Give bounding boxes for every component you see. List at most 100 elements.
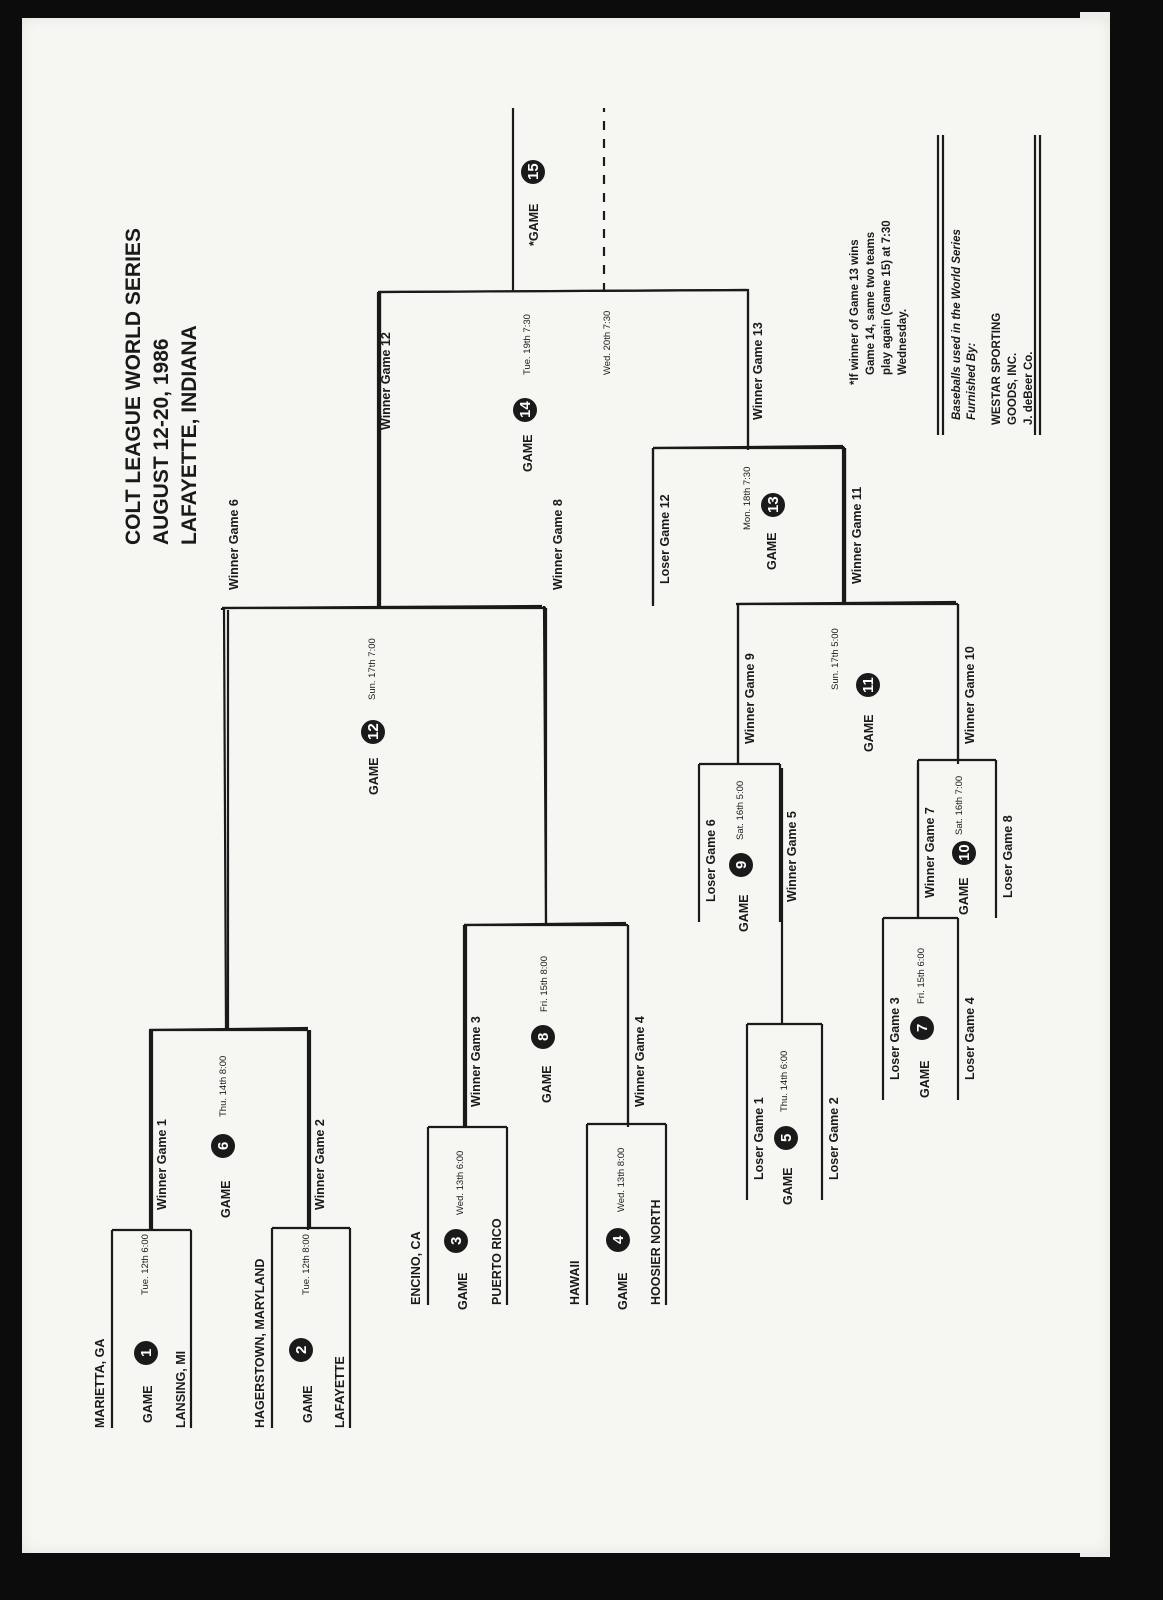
game-4-top-team: HAWAII: [568, 1261, 582, 1305]
game-9-top-slot: Loser Game 6: [704, 819, 718, 902]
game-7-top-slot: Loser Game 3: [888, 997, 902, 1080]
game-6-label: GAME: [219, 1181, 233, 1219]
game-3-time: Wed. 13th 6:00: [455, 1151, 466, 1215]
game-6-number: 6: [215, 1142, 232, 1150]
game-3-number-badge: [444, 1229, 468, 1253]
game-14-top: Winner Game 12: [379, 332, 393, 430]
game-15-number-badge: [521, 160, 545, 184]
game-13-number: 13: [765, 496, 782, 513]
game-5-top-slot: Loser Game 1: [752, 1097, 766, 1180]
game-6: Winner Game 1 Winner Game 2 GAME Thu. 14th …: [155, 1056, 327, 1218]
game-9-time: Sat. 16th 5:00: [735, 781, 746, 840]
game-5-bottom-slot: Loser Game 2: [827, 1097, 841, 1180]
footnote-line-3: play again (Game 15) at 7:30: [881, 220, 893, 375]
game-7-number-badge: [910, 1016, 934, 1040]
game-8-stem: [542, 605, 548, 924]
game-6-bottom-slot: Winner Game 2: [313, 1119, 327, 1210]
game-1-time: Tue. 12th 6:00: [140, 1234, 151, 1295]
game-11-label: GAME: [862, 715, 876, 753]
game-10-top-slot: Winner Game 7: [923, 807, 937, 898]
game-3-top-team: ENCINO, CA: [409, 1231, 423, 1305]
game-15-label: *GAME: [527, 204, 541, 246]
game-13-time: Mon. 18th 7:30: [742, 467, 753, 530]
footnote-line-1: *If winner of Game 13 wins: [849, 239, 861, 385]
game-2-time: Tue. 12th 8:00: [301, 1234, 312, 1295]
game-13-label: GAME: [765, 533, 779, 571]
game-13-bottom-slot: Winner Game 11: [850, 487, 864, 584]
game-5-time: Thu. 14th 6:00: [779, 1051, 790, 1112]
game-1-number: 1: [138, 1349, 155, 1357]
game-6-number-badge: [211, 1134, 235, 1158]
game-2-bottom-team: LAFAYETTE: [333, 1356, 347, 1428]
final-top-bar: [377, 288, 747, 294]
game-5-number-badge: [774, 1126, 798, 1150]
sponsor-line-1: Baseballs used in the World Series: [951, 229, 963, 420]
game-12-top-slot: Winner Game 6: [227, 499, 241, 590]
game-11-join-bar: [735, 600, 957, 606]
game-8-top-slot: Winner Game 3: [469, 1016, 483, 1107]
game-4-label: GAME: [616, 1273, 630, 1311]
game-8: Winner Game 3 Winner Game 4 GAME Fri. 15th …: [469, 956, 647, 1107]
bracket-lines: [110, 108, 998, 1428]
game-7-time: Fri. 15th 6:00: [916, 948, 927, 1004]
bracket-games: MARIETTA, GA LANSING, MI GAME Tue. 12th 6:0…: [93, 160, 1015, 1428]
game-1-bottom-team: LANSING, MI: [174, 1351, 188, 1428]
game-9-number: 9: [733, 861, 750, 869]
game-12-number-badge: [361, 720, 385, 744]
game-12-number: 12: [365, 723, 382, 740]
footnote-line-2: Game 14, same two teams: [865, 232, 877, 375]
game-4-number: 4: [610, 1235, 627, 1244]
game-15-number: 15: [525, 163, 542, 180]
game-8-time: Fri. 15th 8:00: [539, 956, 550, 1012]
game-5: Loser Game 1 Loser Game 2 GAME Thu. 14th 6:…: [752, 1051, 841, 1205]
game-11-top-slot: Winner Game 9: [743, 653, 757, 744]
sponsor-line-5: J. deBeer Co.: [1023, 352, 1035, 426]
game-9-number-badge: [729, 853, 753, 877]
title-line-3: LAFAYETTE, INDIANA: [178, 325, 201, 545]
game-7-number: 7: [914, 1024, 931, 1032]
game-2-top-team: HAGERSTOWN, MARYLAND: [253, 1259, 267, 1428]
game-11-bottom-slot: Winner Game 10: [963, 646, 977, 744]
game-8-label: GAME: [540, 1066, 554, 1104]
game-10-number-badge: [952, 841, 976, 865]
title-line-2: AUGUST 12-20, 1986: [150, 338, 173, 545]
game-8-number: 8: [535, 1033, 552, 1041]
game-2-number-badge: [289, 1338, 313, 1362]
game-14-time: Tue. 19th 7:30: [522, 314, 533, 375]
game-5-label: GAME: [781, 1168, 795, 1206]
game-11-number: 11: [860, 677, 877, 693]
game-10-number: 10: [956, 844, 973, 861]
title-block: COLT LEAGUE WORLD SERIES AUGUST 12-20, 1…: [122, 228, 201, 545]
game-6-join-bar: [148, 1026, 309, 1032]
game-10-label: GAME: [957, 878, 971, 916]
game-4-number-badge: [606, 1228, 630, 1252]
game-12-label: GAME: [367, 758, 381, 796]
game-14-label: GAME: [521, 435, 535, 473]
game-14-number: 14: [517, 401, 534, 418]
sponsor-line-2: Furnished By:: [966, 343, 978, 420]
footnote: *If winner of Game 13 wins Game 14, same…: [849, 220, 909, 385]
game-2-number: 2: [293, 1346, 310, 1354]
game-6-time: Thu. 14th 8:00: [218, 1056, 229, 1117]
game-1-number-badge: [134, 1341, 158, 1365]
game-13-number-badge: [761, 493, 785, 517]
game-9-bottom-slot: Winner Game 5: [785, 811, 799, 902]
game-9-label: GAME: [737, 895, 751, 933]
game-10-bottom-slot: Loser Game 8: [1001, 815, 1015, 898]
sponsor-box: Baseballs used in the World Series Furni…: [936, 135, 1042, 435]
game-6-top-slot: Winner Game 1: [155, 1119, 169, 1210]
game-1-top-team: MARIETTA, GA: [93, 1339, 107, 1428]
title-line-1: COLT LEAGUE WORLD SERIES: [122, 228, 145, 545]
game-11-number-badge: [856, 673, 880, 697]
game-8-bottom-slot: Winner Game 4: [633, 1016, 647, 1107]
game-11-time: Sun. 17th 5:00: [830, 628, 841, 690]
game-12-bottom-slot: Winner Game 8: [551, 499, 565, 590]
game-4-time: Wed. 13th 8:00: [616, 1148, 627, 1212]
